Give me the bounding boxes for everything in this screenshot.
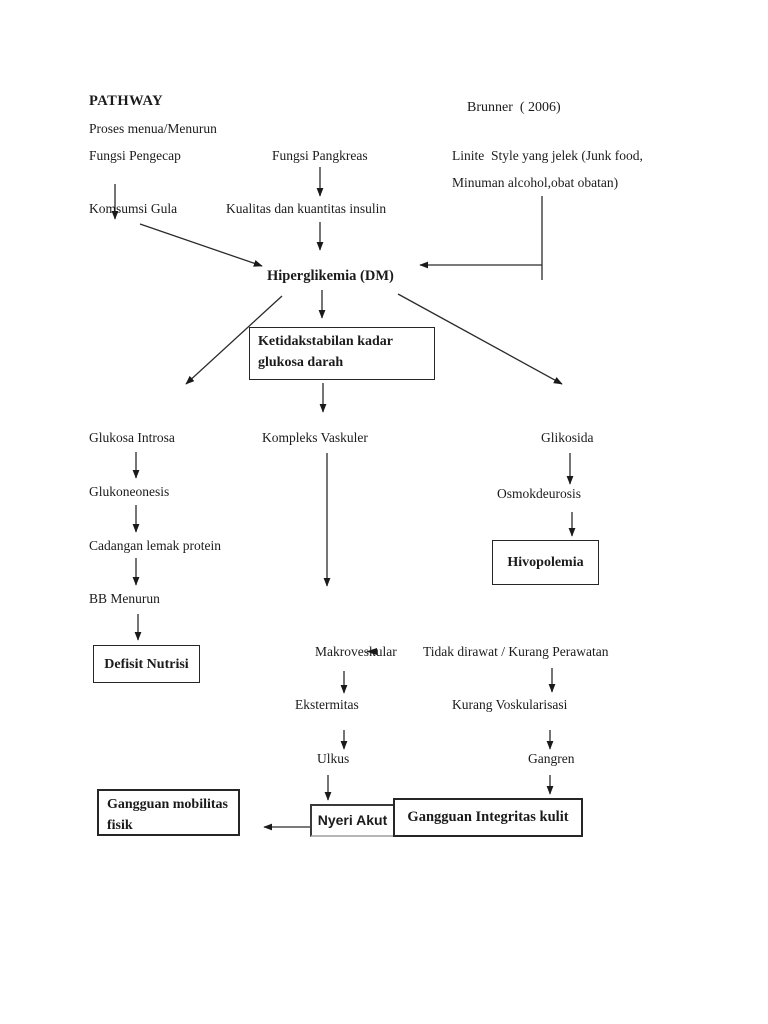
node-glukosa-introsa: Glukosa Introsa bbox=[89, 430, 175, 445]
node-gangren: Gangren bbox=[528, 751, 575, 766]
box-defisit-nutrisi: Defisit Nutrisi bbox=[93, 645, 200, 683]
node-osmokdeurosis: Osmokdeurosis bbox=[497, 486, 581, 501]
node-komsumsi-gula: Komsumsi Gula bbox=[89, 201, 178, 216]
box-nyeri-akut: Nyeri Akut bbox=[310, 804, 395, 837]
node-glukoneonesis: Glukoneonesis bbox=[89, 484, 170, 499]
node-ulkus: Ulkus bbox=[317, 751, 350, 766]
node-hiperglikemia: Hiperglikemia (DM) bbox=[267, 268, 394, 284]
box-hivopolemia: Hivopolemia bbox=[492, 540, 599, 585]
node-fungsi-pengecap: Fungsi Pengecap bbox=[89, 148, 181, 163]
node-lifestyle-line2: Minuman alcohol,obat obatan) bbox=[452, 175, 619, 190]
node-tidak-dirawat: Tidak dirawat / Kurang Perawatan bbox=[423, 644, 609, 659]
box-gangguan-integritas-kulit: Gangguan Integritas kulit bbox=[393, 798, 583, 837]
node-fungsi-pangkreas: Fungsi Pangkreas bbox=[272, 148, 368, 163]
box-gangguan-mobilitas-fisik: Gangguan mobilitas fisik bbox=[97, 789, 240, 836]
node-glikosida: Glikosida bbox=[541, 430, 594, 445]
page-title: PATHWAY bbox=[89, 93, 164, 109]
node-cadangan-lemak-protein: Cadangan lemak protein bbox=[89, 538, 221, 553]
box-ketidakstabilan-kadar-glukosa: Ketidakstabilan kadar glukosa darah bbox=[249, 327, 435, 380]
node-makroveskular: Makroveskular bbox=[315, 644, 397, 659]
node-kurang-voskularisasi: Kurang Voskularisasi bbox=[452, 697, 568, 712]
node-proses-menua: Proses menua/Menurun bbox=[89, 121, 217, 136]
node-lifestyle-line1: Linite Style yang jelek (Junk food, bbox=[452, 148, 643, 163]
node-kompleks-vaskuler: Kompleks Vaskuler bbox=[262, 430, 368, 445]
source-reference: Brunner ( 2006) bbox=[467, 100, 561, 115]
node-ekstermitas: Ekstermitas bbox=[295, 697, 359, 712]
node-bb-menurun: BB Menurun bbox=[89, 591, 160, 606]
node-kualitas-insulin: Kualitas dan kuantitas insulin bbox=[226, 201, 387, 216]
arrow-gula-to-hiperglikemia bbox=[139, 223, 263, 267]
